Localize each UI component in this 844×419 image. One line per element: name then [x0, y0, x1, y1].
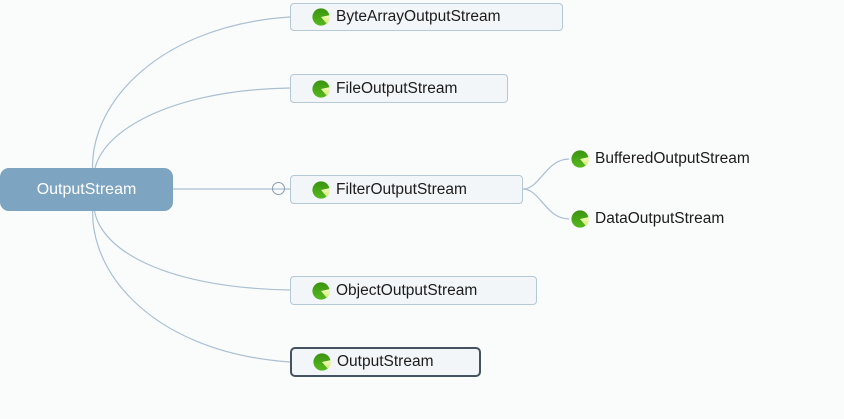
node-objectoutputstream[interactable]: ObjectOutputStream [290, 276, 537, 305]
class-icon [312, 8, 330, 26]
edge-root-bytearray [91, 16, 291, 189]
node-label: DataOutputStream [595, 210, 725, 227]
collapse-toggle-icon[interactable] [272, 182, 285, 195]
edge-filter-buffered [522, 158, 570, 190]
edge-root-output [92, 191, 291, 363]
node-bufferedoutputstream[interactable]: BufferedOutputStream [571, 149, 750, 169]
node-filteroutputstream[interactable]: FilterOutputStream [290, 175, 523, 204]
node-bytearrayoutputstream[interactable]: ByteArrayOutputStream [290, 3, 563, 31]
node-label: ObjectOutputStream [336, 281, 478, 299]
node-dataoutputstream[interactable]: DataOutputStream [571, 209, 724, 229]
edge-root-object [93, 191, 291, 291]
class-icon [571, 150, 589, 168]
class-icon [312, 180, 330, 199]
node-root-outputstream[interactable]: OutputStream [0, 168, 173, 211]
class-icon [312, 281, 330, 300]
node-label: OutputStream [337, 353, 434, 370]
class-icon [313, 353, 331, 371]
node-label: FileOutputStream [336, 79, 458, 97]
node-outputstream-selected[interactable]: OutputStream [290, 347, 481, 377]
node-label: ByteArrayOutputStream [336, 8, 501, 25]
edge-filter-data [522, 188, 570, 220]
class-icon [312, 79, 330, 98]
class-icon [571, 210, 589, 228]
node-label: BufferedOutputStream [595, 150, 750, 167]
node-label: FilterOutputStream [336, 180, 467, 198]
node-label: OutputStream [36, 180, 137, 198]
node-fileoutputstream[interactable]: FileOutputStream [290, 74, 508, 103]
